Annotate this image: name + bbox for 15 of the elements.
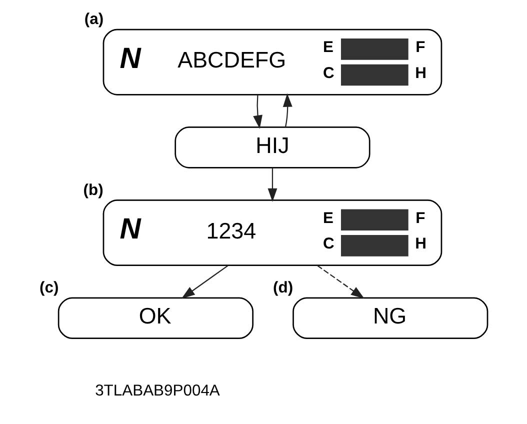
node-label: (c) bbox=[39, 280, 59, 297]
node-label: (b) bbox=[83, 182, 104, 199]
arrow bbox=[181, 265, 228, 299]
arrow bbox=[317, 265, 364, 299]
arrow bbox=[282, 93, 292, 128]
node-box: HIJ bbox=[174, 126, 370, 168]
node-box: N 1234 E F C H bbox=[102, 200, 442, 266]
arrow bbox=[253, 95, 262, 129]
node-label: (d) bbox=[273, 280, 294, 297]
node-label: (a) bbox=[84, 11, 104, 28]
label: 3TLABAB9P004A bbox=[95, 382, 220, 400]
node-box: NG bbox=[292, 297, 488, 339]
arrow bbox=[268, 168, 278, 202]
node-box: N ABCDEFG E F C H bbox=[102, 28, 442, 96]
node-box: OK bbox=[58, 297, 254, 339]
